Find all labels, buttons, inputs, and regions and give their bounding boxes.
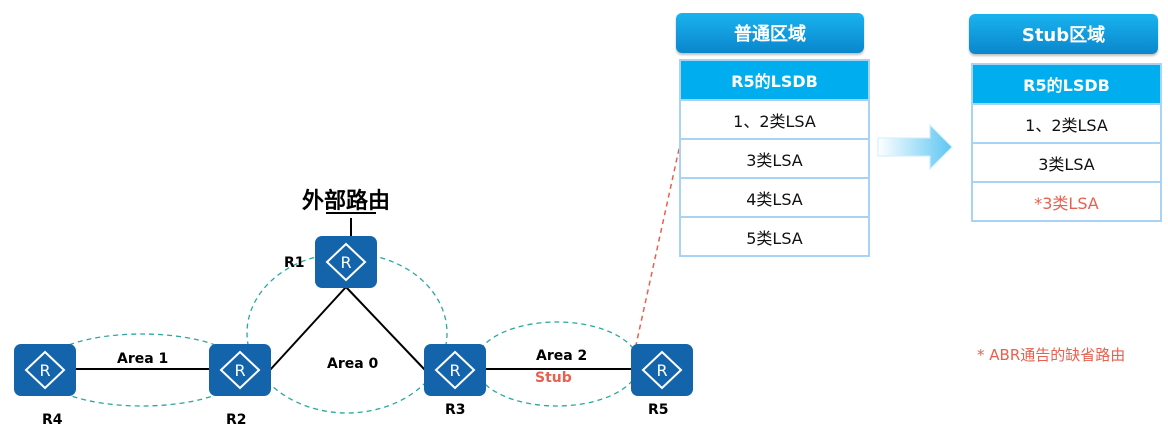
table-header: R5的LSDB — [681, 61, 868, 101]
normal-area-lsdb-table: R5的LSDB 1、2类LSA 3类LSA 4类LSA 5类LSA — [679, 59, 870, 257]
area2-label: Area 2 — [536, 348, 588, 364]
router-r2-label: R2 — [226, 412, 247, 428]
table-row: 5类LSA — [681, 218, 868, 257]
area2-boundary — [474, 321, 640, 407]
link-r2-r1 — [269, 286, 347, 371]
svg-text:R: R — [656, 361, 667, 380]
area1-label: Area 1 — [117, 351, 169, 367]
router-r3-icon[interactable]: R — [423, 343, 487, 397]
router-r5-icon[interactable]: R — [630, 343, 694, 397]
stub-label: Stub — [535, 370, 572, 386]
footnote: * ABR通告的缺省路由 — [977, 346, 1126, 364]
router-r1-label: R1 — [284, 255, 305, 271]
table-row: 1、2类LSA — [973, 105, 1160, 144]
router-r4-label: R4 — [42, 412, 63, 428]
router-r5-label: R5 — [648, 402, 669, 418]
area0-label: Area 0 — [327, 356, 379, 372]
arrow-right-icon — [877, 123, 953, 171]
table-row: 3类LSA — [973, 144, 1160, 183]
r5-lsdb-pointer — [635, 139, 682, 346]
svg-text:R: R — [449, 361, 460, 380]
normal-area-title: 普通区域 — [676, 13, 864, 53]
link-r1-r3 — [345, 286, 426, 371]
router-r2-icon[interactable]: R — [208, 343, 272, 397]
table-row: 4类LSA — [681, 179, 868, 218]
svg-text:R: R — [340, 253, 351, 272]
table-row-default-route: *3类LSA — [973, 183, 1160, 222]
external-route-label: 外部路由 — [302, 189, 391, 214]
svg-text:R: R — [39, 361, 50, 380]
router-r3-label: R3 — [445, 402, 466, 418]
router-r1-icon[interactable]: R — [314, 235, 378, 289]
stub-area-lsdb-table: R5的LSDB 1、2类LSA 3类LSA *3类LSA — [971, 63, 1162, 222]
svg-text:R: R — [234, 361, 245, 380]
table-row: 1、2类LSA — [681, 101, 868, 140]
table-row: 3类LSA — [681, 140, 868, 179]
stub-area-title: Stub区域 — [969, 14, 1158, 54]
router-r4-icon[interactable]: R — [13, 343, 77, 397]
table-header: R5的LSDB — [973, 65, 1160, 105]
